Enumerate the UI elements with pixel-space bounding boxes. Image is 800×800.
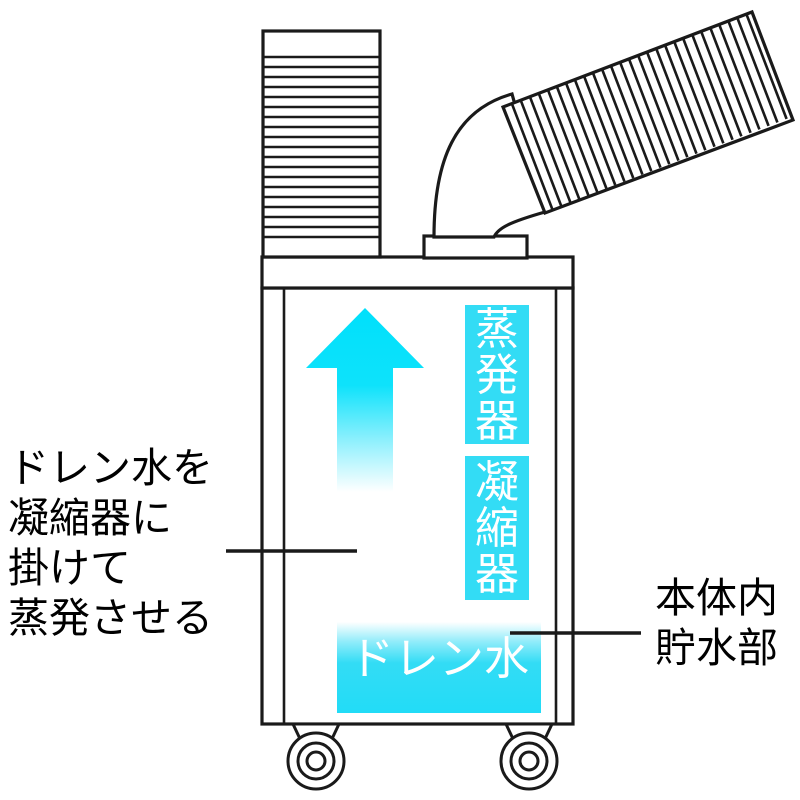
caster-left [286,722,346,791]
duct-base-plate-body [422,234,529,260]
cabinet-top-lid [260,255,575,290]
caster-left-wheel-inner [305,750,327,772]
airflow-arrow-shape [306,308,424,492]
evaporator-box [465,305,529,444]
flexible-duct [500,9,796,216]
louver-grille-frame [261,29,382,259]
airflow-arrow [306,308,424,492]
louver-grille [261,29,382,259]
drain-water-box [337,622,541,713]
flexible-duct-ribs [510,14,789,212]
caster-right-wheel-inner [518,750,540,772]
louver-slats [264,55,379,239]
condenser-box [465,456,529,600]
duct-base-plate [422,234,529,260]
caster-right [499,722,559,791]
